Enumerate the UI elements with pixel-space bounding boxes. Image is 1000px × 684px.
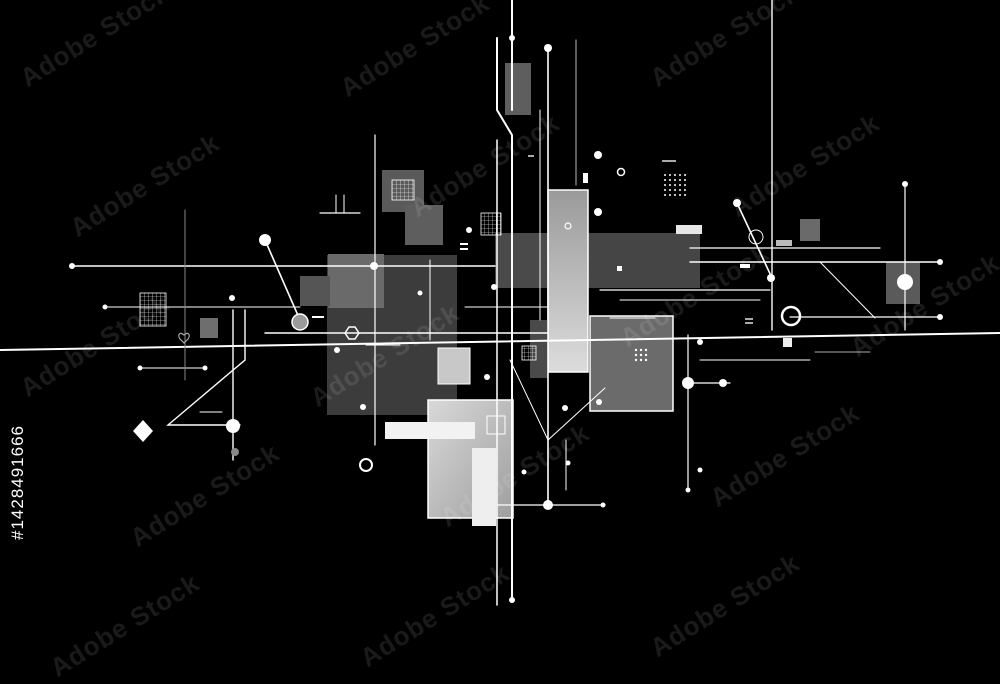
dot-matrices	[634, 174, 686, 362]
grid-squares	[139, 179, 537, 361]
small-glyphs	[133, 155, 753, 442]
stock-id-label: #1428491666	[8, 424, 27, 540]
ring-nodes	[344, 167, 802, 472]
circuit-lines	[0, 0, 1000, 606]
abstract-circuit-artwork	[0, 0, 1000, 606]
gray-panels	[200, 63, 920, 526]
circuit-nodes	[69, 35, 943, 603]
